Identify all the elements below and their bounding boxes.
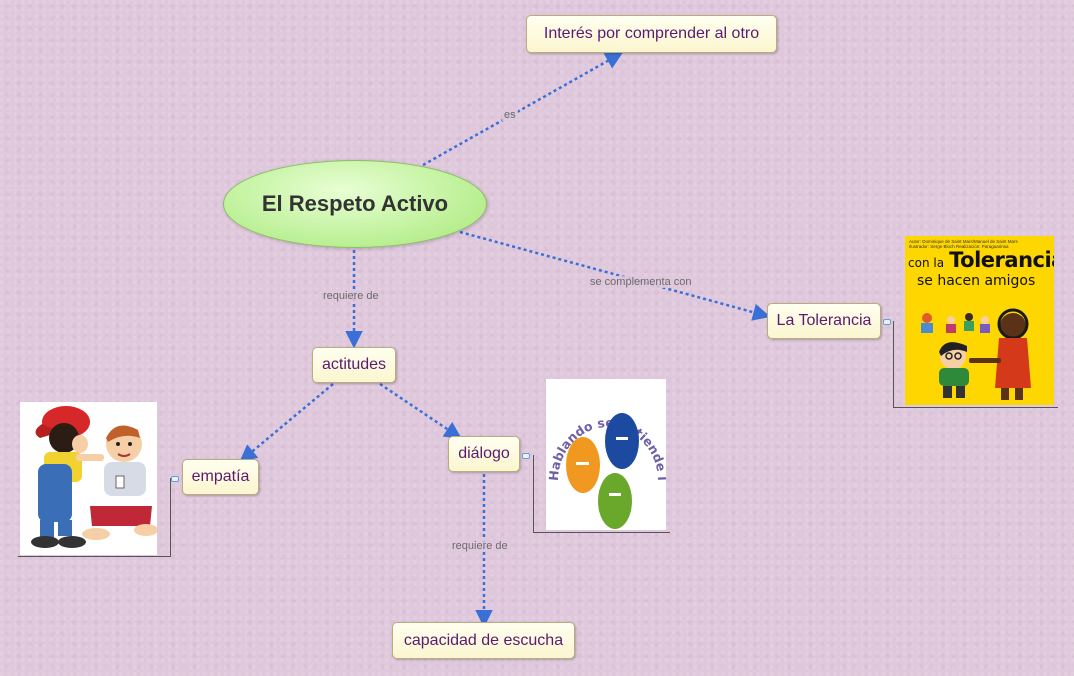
concept-escucha-label: capacidad de escucha bbox=[403, 631, 564, 649]
link-label-se-complementa-con: se complementa con bbox=[588, 276, 694, 288]
dialogo-attach-pin[interactable] bbox=[522, 453, 530, 459]
concept-interes[interactable]: Interés por comprender al otro bbox=[526, 15, 777, 53]
link-label-requiere-de-2: requiere de bbox=[450, 540, 510, 552]
dialogo-logo-image[interactable]: Hablando se entiende la gente bbox=[546, 379, 666, 530]
link-actitudes-empatia bbox=[239, 383, 334, 463]
book-credits: Autor: Dominique de Saint Mars/Manuel de… bbox=[905, 236, 1054, 249]
tolerancia-book-image[interactable]: Autor: Dominique de Saint Mars/Manuel de… bbox=[905, 236, 1054, 405]
link-es bbox=[422, 52, 624, 167]
link-label-requiere-de-1: requiere de bbox=[321, 290, 381, 302]
concept-escucha[interactable]: capacidad de escucha bbox=[392, 622, 575, 659]
book-title-main: Tolerancia, bbox=[949, 248, 1054, 272]
empatia-image-connector bbox=[18, 478, 171, 557]
book-credits-line2: Ilustrador: Serge Bloch Realización: Par… bbox=[909, 244, 1009, 249]
concept-dialogo-label: diálogo bbox=[458, 445, 510, 462]
empatia-children-image[interactable] bbox=[20, 402, 157, 555]
dialogo-logo-text: Hablando se entiende la gente bbox=[546, 379, 666, 481]
concept-empatia-label: empatía bbox=[191, 468, 250, 485]
tolerancia-image-connector bbox=[893, 321, 1058, 408]
dialogo-logo: Hablando se entiende la gente bbox=[546, 379, 666, 529]
main-concept[interactable]: El Respeto Activo bbox=[223, 160, 487, 248]
concept-tolerancia-label: La Tolerancia bbox=[776, 312, 872, 329]
link-actitudes-dialogo bbox=[379, 382, 462, 439]
link-se-complementa-con bbox=[459, 230, 771, 321]
svg-text:Hablando se entiende la gente: Hablando se entiende la gente bbox=[546, 379, 666, 481]
concept-interes-label: Interés por comprender al otro bbox=[543, 25, 760, 42]
concept-empatia[interactable]: empatía bbox=[182, 459, 259, 495]
tolerancia-attach-pin[interactable] bbox=[883, 319, 891, 325]
dialogo-image-connector bbox=[533, 455, 670, 533]
concept-actitudes[interactable]: actitudes bbox=[312, 347, 396, 383]
book-subtitle: se hacen amigos bbox=[917, 273, 1036, 289]
book-credits-line1: Autor: Dominique de Saint Mars/Manuel de… bbox=[909, 239, 1018, 244]
link-label-es: es bbox=[502, 109, 518, 121]
book-title-prefix: con la bbox=[908, 256, 945, 270]
main-concept-label: El Respeto Activo bbox=[261, 191, 449, 216]
children-illustration bbox=[31, 406, 157, 548]
book-illustration bbox=[921, 308, 1031, 400]
empatia-attach-pin[interactable] bbox=[171, 476, 179, 482]
concept-dialogo[interactable]: diálogo bbox=[448, 436, 520, 472]
concept-actitudes-label: actitudes bbox=[321, 356, 387, 373]
book-title: con la Tolerancia, bbox=[905, 248, 1054, 273]
concept-tolerancia[interactable]: La Tolerancia bbox=[767, 303, 881, 339]
